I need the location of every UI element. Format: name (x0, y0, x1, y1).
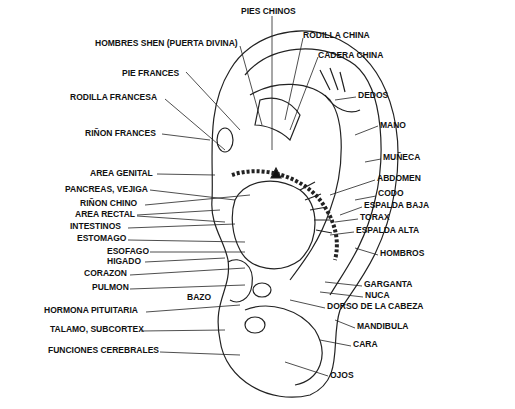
ribs-sketch (300, 182, 332, 233)
leader-line (137, 210, 220, 215)
part-label: DORSO DE LA CABEZA (327, 301, 424, 311)
leader-line (146, 305, 240, 312)
leader-line (130, 285, 245, 289)
part-label: PIES CHINOS (241, 6, 296, 16)
leader-line (335, 97, 356, 100)
leader-line (325, 282, 362, 286)
leader-line (285, 38, 303, 120)
part-label: INTESTINOS (70, 221, 121, 231)
leader-line (330, 232, 354, 235)
leader-line (145, 258, 225, 262)
part-label: AREA GENITAL (90, 168, 153, 178)
leader-line (340, 207, 362, 215)
leader-line (157, 174, 215, 175)
ear-lobe-line (245, 306, 322, 385)
leader-line (162, 134, 210, 140)
leader-line (290, 300, 325, 308)
ear-outline (212, 31, 398, 397)
part-label: TORAX (360, 212, 390, 222)
leader-line (320, 292, 363, 297)
leader-line (335, 219, 358, 222)
part-label: AREA RECTAL (75, 209, 135, 219)
ear-tragus (228, 260, 252, 302)
part-label: ESOFAGO (107, 246, 149, 256)
leader-line (186, 72, 240, 130)
leader-line (150, 252, 245, 253)
part-label: HOMBRES SHEN (PUERTA DIVINA) (95, 38, 238, 48)
leader-line (355, 248, 378, 255)
part-label: FUNCIONES CEREBRALES (48, 345, 159, 355)
leader-line (330, 180, 375, 195)
part-label: RODILLA CHINA (303, 30, 370, 40)
part-label: CORAZON (84, 268, 127, 278)
part-label: ESPALDA ALTA (356, 225, 419, 235)
ear-hand-sketch (320, 68, 360, 112)
part-label: RODILLA FRANCESA (70, 92, 157, 102)
part-label: MANO (380, 120, 406, 130)
leader-line (128, 240, 245, 242)
spine-sketch (232, 171, 337, 260)
part-label: HORMONA PITUITARIA (44, 305, 138, 315)
leader-line (137, 216, 225, 222)
part-label: MANDIBULA (357, 321, 408, 331)
leader-line (285, 362, 328, 376)
part-label: DEDOS (358, 90, 388, 100)
leader-line (240, 46, 262, 125)
leader-line (130, 268, 245, 275)
leader-line (160, 352, 240, 355)
part-label: HIGADO (107, 256, 141, 266)
ear-spot (217, 128, 233, 152)
triangle-mark (271, 168, 281, 178)
part-label: PANCREAS, VEJIGA (65, 184, 148, 194)
part-label: NUCA (365, 290, 390, 300)
part-label: RIÑON FRANCES (85, 128, 156, 138)
part-label: PULMON (92, 282, 129, 292)
leader-line (150, 190, 235, 200)
ear-spot (245, 317, 265, 333)
part-label: OJOS (330, 370, 354, 380)
part-label: TALAMO, SUBCORTEX (50, 324, 144, 334)
leader-line (290, 57, 318, 130)
part-label: HOMBROS (380, 248, 424, 258)
leader-line (141, 330, 225, 331)
leader-line (165, 99, 225, 150)
leader-line (128, 224, 235, 228)
leader-line (335, 320, 355, 328)
part-label: RIÑON CHINO (80, 198, 137, 208)
part-label: MUÑECA (383, 152, 420, 162)
part-label: PIE FRANCES (122, 68, 179, 78)
part-label: CARA (353, 339, 378, 349)
part-label: ABDOMEN (377, 173, 421, 183)
part-label: CODO (378, 188, 404, 198)
ear-helix-outer (212, 31, 398, 397)
ear-concha (232, 181, 315, 268)
ear-fossa (255, 98, 300, 140)
part-label: GARGANTA (364, 279, 412, 289)
leader-line (365, 159, 381, 162)
part-label: BAZO (187, 292, 211, 302)
part-label: CADERA CHINA (318, 50, 383, 60)
leader-line (320, 340, 351, 346)
ear-spot (253, 283, 271, 297)
part-label: ESTOMAGO (77, 233, 126, 243)
part-label: ESPALDA BAJA (364, 200, 429, 210)
leader-line (145, 195, 250, 205)
ear-helix-inner (245, 49, 381, 295)
leader-line (272, 16, 273, 150)
leader-line (355, 126, 378, 135)
leader-line (355, 196, 376, 200)
